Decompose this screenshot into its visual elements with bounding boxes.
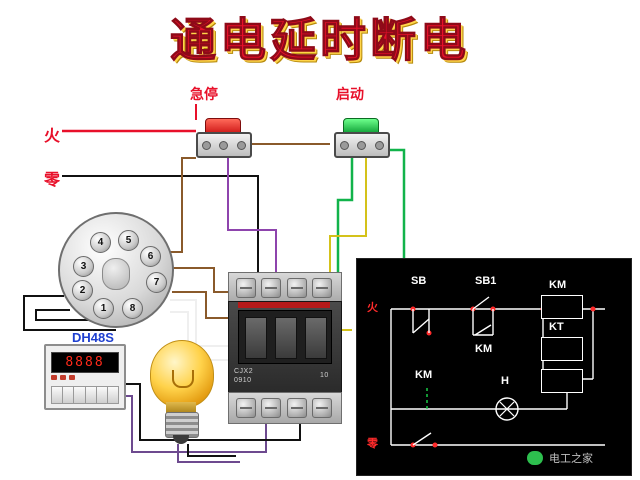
contactor-red-stripe <box>238 302 330 308</box>
socket-pin-2: 2 <box>72 280 93 301</box>
dip-switch[interactable] <box>96 387 108 403</box>
label-neutral-wire: 零 <box>44 172 61 189</box>
terminal <box>202 140 212 150</box>
schematic-km-main-label: KM <box>415 369 433 381</box>
dh48s-timer[interactable]: 8888 <box>44 344 126 410</box>
terminal <box>357 140 367 150</box>
contactor-slot <box>305 317 327 359</box>
led <box>60 375 66 380</box>
socket-pin-4: 4 <box>90 232 111 253</box>
start-button-base <box>334 132 390 158</box>
socket-pin-6: 6 <box>140 246 161 267</box>
schematic-km-holding-label: KM <box>475 343 493 355</box>
terminal <box>219 140 229 150</box>
led <box>69 375 75 380</box>
terminal <box>340 140 350 150</box>
dip-switch[interactable] <box>85 387 97 403</box>
contactor-front-face <box>238 310 332 364</box>
label-live-wire: 火 <box>44 128 61 145</box>
terminal-screw <box>311 398 332 418</box>
socket-pin-5: 5 <box>118 230 139 251</box>
schematic-kt-coil-label: KT <box>549 321 564 333</box>
lamp-filament <box>172 370 194 388</box>
watermark-text: 电工之家 <box>549 453 593 465</box>
label-emergency-stop: 急停 <box>190 86 218 102</box>
socket-pin-1: 1 <box>93 298 114 319</box>
contactor-slot <box>245 317 267 359</box>
incandescent-lamp <box>144 340 218 444</box>
contactor-slot <box>275 317 297 359</box>
contactor-bottom-terminals <box>236 398 332 418</box>
terminal <box>236 140 246 150</box>
lamp-neck <box>166 402 196 414</box>
socket-pin-3: 3 <box>73 256 94 277</box>
socket-keyway <box>102 258 130 290</box>
contactor-top-terminals <box>236 278 332 298</box>
schematic-live-label: 火 <box>367 302 378 314</box>
timer-dip-switches[interactable] <box>51 386 119 404</box>
terminal-screw <box>311 278 332 298</box>
timer-display-value: 8888 <box>65 355 105 370</box>
terminal-screw <box>286 278 307 298</box>
kt-delay-contact-box <box>541 369 583 393</box>
control-schematic-panel: 火 零 SB SB1 KM KM KT KM H 电工之家 <box>356 258 632 476</box>
contactor-brand-line1: CJX2 <box>234 368 254 375</box>
terminal-screw <box>286 398 307 418</box>
contactor-brand-line2: 0910 <box>234 377 252 384</box>
schematic-km-coil-label: KM <box>549 279 567 291</box>
terminal-screw <box>236 398 256 418</box>
label-timer-model: DH48S <box>72 330 114 345</box>
led <box>51 375 57 380</box>
socket-pin-7: 7 <box>146 272 167 293</box>
schematic-lines <box>390 296 605 448</box>
terminal-screw <box>236 278 256 298</box>
terminal-screw <box>261 278 282 298</box>
lamp-tip <box>173 435 189 444</box>
dip-switch[interactable] <box>52 387 64 403</box>
start-button[interactable] <box>334 118 390 158</box>
relay-socket: 4 5 6 3 7 2 1 8 <box>58 212 174 328</box>
schematic-sb1-label: SB1 <box>475 275 497 287</box>
lamp-glass <box>150 340 214 408</box>
km-coil-box <box>541 295 583 319</box>
terminal-screw <box>261 398 282 418</box>
terminal <box>374 140 384 150</box>
timer-display: 8888 <box>51 352 119 373</box>
schematic-lamp-label: H <box>501 375 509 387</box>
emergency-stop-base <box>196 132 252 158</box>
dip-switch[interactable] <box>74 387 86 403</box>
timer-indicator-leds <box>51 375 117 383</box>
schematic-neutral-label: 零 <box>367 438 378 450</box>
emergency-stop-button[interactable] <box>196 118 252 158</box>
wechat-icon <box>527 451 543 465</box>
contactor-rating: 10 <box>320 372 329 379</box>
dip-switch[interactable] <box>107 387 119 403</box>
schematic-sb-label: SB <box>411 275 427 287</box>
dip-switch[interactable] <box>63 387 75 403</box>
socket-pin-8: 8 <box>122 298 143 319</box>
label-start: 启动 <box>336 86 364 102</box>
ac-contactor: CJX2 0910 10 <box>228 272 342 424</box>
page-title: 通电延时断电 <box>170 13 470 68</box>
kt-coil-box <box>541 337 583 361</box>
